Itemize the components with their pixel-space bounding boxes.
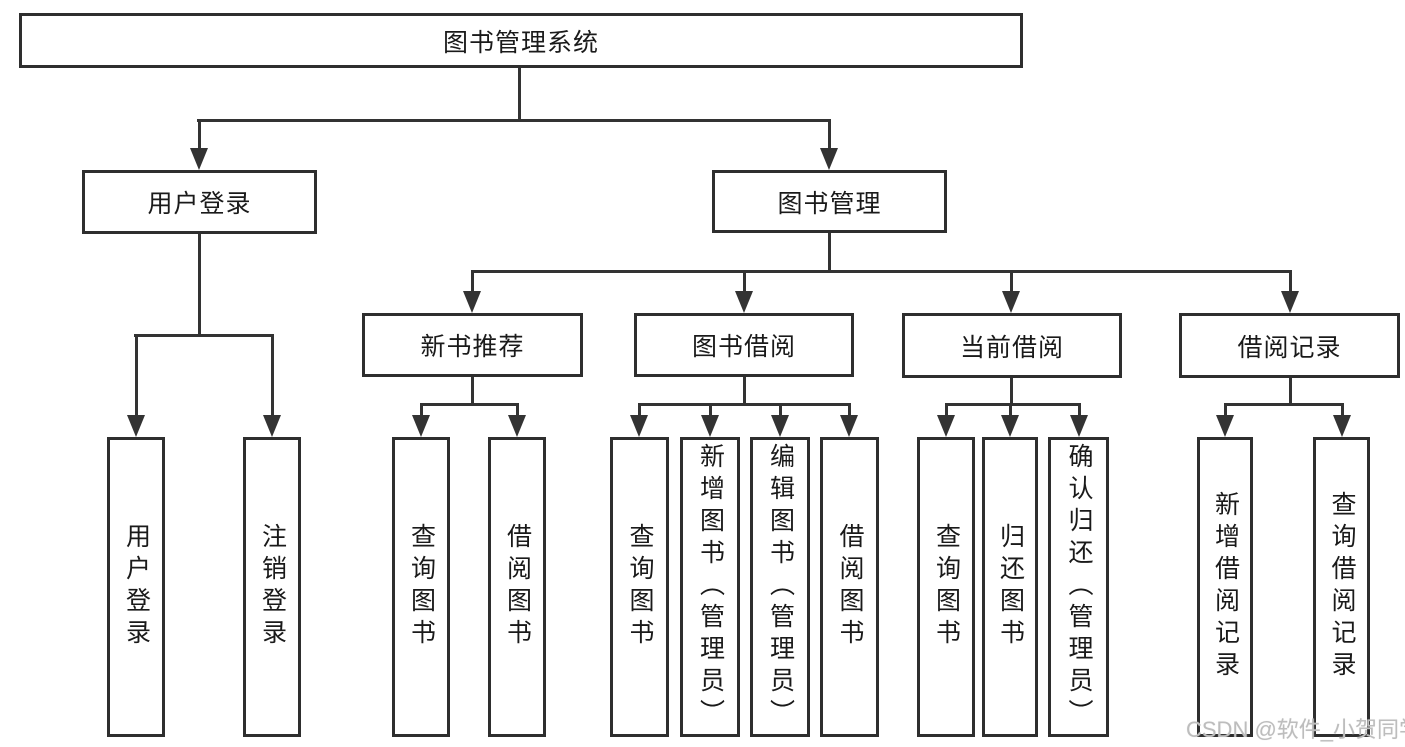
connector-to-leaf <box>135 334 138 417</box>
connector-to-leaf <box>709 403 712 416</box>
connector-to-leaf <box>848 403 851 416</box>
leaf-borrow-books-recommend: 借阅图书 <box>488 437 546 737</box>
connector-level3-rail <box>471 270 1292 273</box>
connector-to-user-login <box>198 119 201 150</box>
leaf-return-books: 归还图书 <box>982 437 1038 737</box>
arrow-down-icon <box>190 148 208 170</box>
leaf-label: 借阅图书 <box>503 523 532 651</box>
connector-book-borrow-rail <box>638 403 850 406</box>
arrow-down-icon <box>463 291 481 313</box>
leaf-label: 归还图书 <box>996 523 1025 651</box>
arrow-down-icon <box>1001 415 1019 437</box>
connector-to-current-borrow <box>1010 270 1013 293</box>
connector-current-borrow-stub <box>1010 378 1013 405</box>
leaf-add-borrow-record: 新增借阅记录 <box>1197 437 1253 737</box>
leaf-query-books-current: 查询图书 <box>917 437 975 737</box>
connector-current-borrow-rail <box>945 403 1081 406</box>
node-book-borrow: 图书借阅 <box>634 313 854 377</box>
arrow-down-icon <box>508 415 526 437</box>
leaf-label: 新增图书（管理员） <box>696 443 725 731</box>
connector-user-login-stub <box>198 234 201 336</box>
leaf-label: 查询图书 <box>626 523 654 651</box>
connector-borrow-records-rail <box>1224 403 1344 406</box>
connector-to-leaf <box>638 403 641 416</box>
node-book-management: 图书管理 <box>712 170 947 233</box>
leaf-label: 确认归还（管理员） <box>1065 443 1093 731</box>
connector-user-login-rail <box>134 334 274 337</box>
arrow-down-icon <box>1070 415 1088 437</box>
connector-to-leaf <box>1078 403 1081 416</box>
arrow-down-icon <box>735 291 753 313</box>
arrow-down-icon <box>630 415 648 437</box>
leaf-query-books-borrow: 查询图书 <box>610 437 669 737</box>
connector-new-books-stub <box>471 377 474 405</box>
arrow-down-icon <box>820 148 838 170</box>
connector-to-leaf <box>779 403 782 416</box>
leaf-query-books-recommend: 查询图书 <box>392 437 450 737</box>
arrow-down-icon <box>1281 291 1299 313</box>
leaf-label: 编辑图书（管理员） <box>766 443 795 731</box>
connector-book-borrow-stub <box>743 377 746 405</box>
arrow-down-icon <box>1002 291 1020 313</box>
arrow-down-icon <box>412 415 430 437</box>
node-user-login: 用户登录 <box>82 170 317 234</box>
connector-to-new-books <box>471 270 474 293</box>
arrow-down-icon <box>771 415 789 437</box>
arrow-down-icon <box>701 415 719 437</box>
csdn-watermark: CSDN @软件_小贺同学 <box>1186 717 1405 742</box>
leaf-label: 查询图书 <box>932 523 961 651</box>
arrow-down-icon <box>1216 415 1234 437</box>
leaf-label: 查询借阅记录 <box>1328 491 1356 683</box>
connector-to-borrow-records <box>1289 270 1292 293</box>
leaf-confirm-return-admin: 确认归还（管理员） <box>1048 437 1109 737</box>
arrow-down-icon <box>840 415 858 437</box>
connector-root-stub <box>518 68 521 121</box>
connector-to-leaf <box>420 403 423 416</box>
connector-to-book-management <box>828 119 831 150</box>
leaf-borrow-books: 借阅图书 <box>820 437 879 737</box>
node-new-book-recommend: 新书推荐 <box>362 313 583 377</box>
connector-to-leaf <box>1009 403 1012 416</box>
connector-level2-rail <box>197 119 831 122</box>
connector-new-books-rail <box>420 403 519 406</box>
node-current-borrow: 当前借阅 <box>902 313 1122 378</box>
arrow-down-icon <box>1333 415 1351 437</box>
connector-to-leaf <box>945 403 948 416</box>
arrow-down-icon <box>937 415 955 437</box>
connector-book-management-stub <box>828 233 831 272</box>
leaf-label: 注销登录 <box>258 523 287 651</box>
arrow-down-icon <box>263 415 281 437</box>
connector-to-leaf <box>1341 403 1344 416</box>
leaf-user-login: 用户登录 <box>107 437 165 737</box>
connector-to-leaf <box>271 334 274 417</box>
leaf-label: 查询图书 <box>407 523 436 651</box>
leaf-add-books-admin: 新增图书（管理员） <box>680 437 740 737</box>
connector-to-leaf <box>516 403 519 416</box>
leaf-query-borrow-record: 查询借阅记录 <box>1313 437 1370 737</box>
leaf-logout: 注销登录 <box>243 437 301 737</box>
leaf-label: 新增借阅记录 <box>1211 491 1240 683</box>
leaf-label: 借阅图书 <box>836 523 864 651</box>
connector-borrow-records-stub <box>1289 378 1292 405</box>
node-borrow-records: 借阅记录 <box>1179 313 1400 378</box>
leaf-edit-books-admin: 编辑图书（管理员） <box>750 437 810 737</box>
leaf-label: 用户登录 <box>122 523 151 651</box>
arrow-down-icon <box>127 415 145 437</box>
connector-to-book-borrow <box>743 270 746 293</box>
connector-to-leaf <box>1224 403 1227 416</box>
node-book-management-system: 图书管理系统 <box>19 13 1023 68</box>
